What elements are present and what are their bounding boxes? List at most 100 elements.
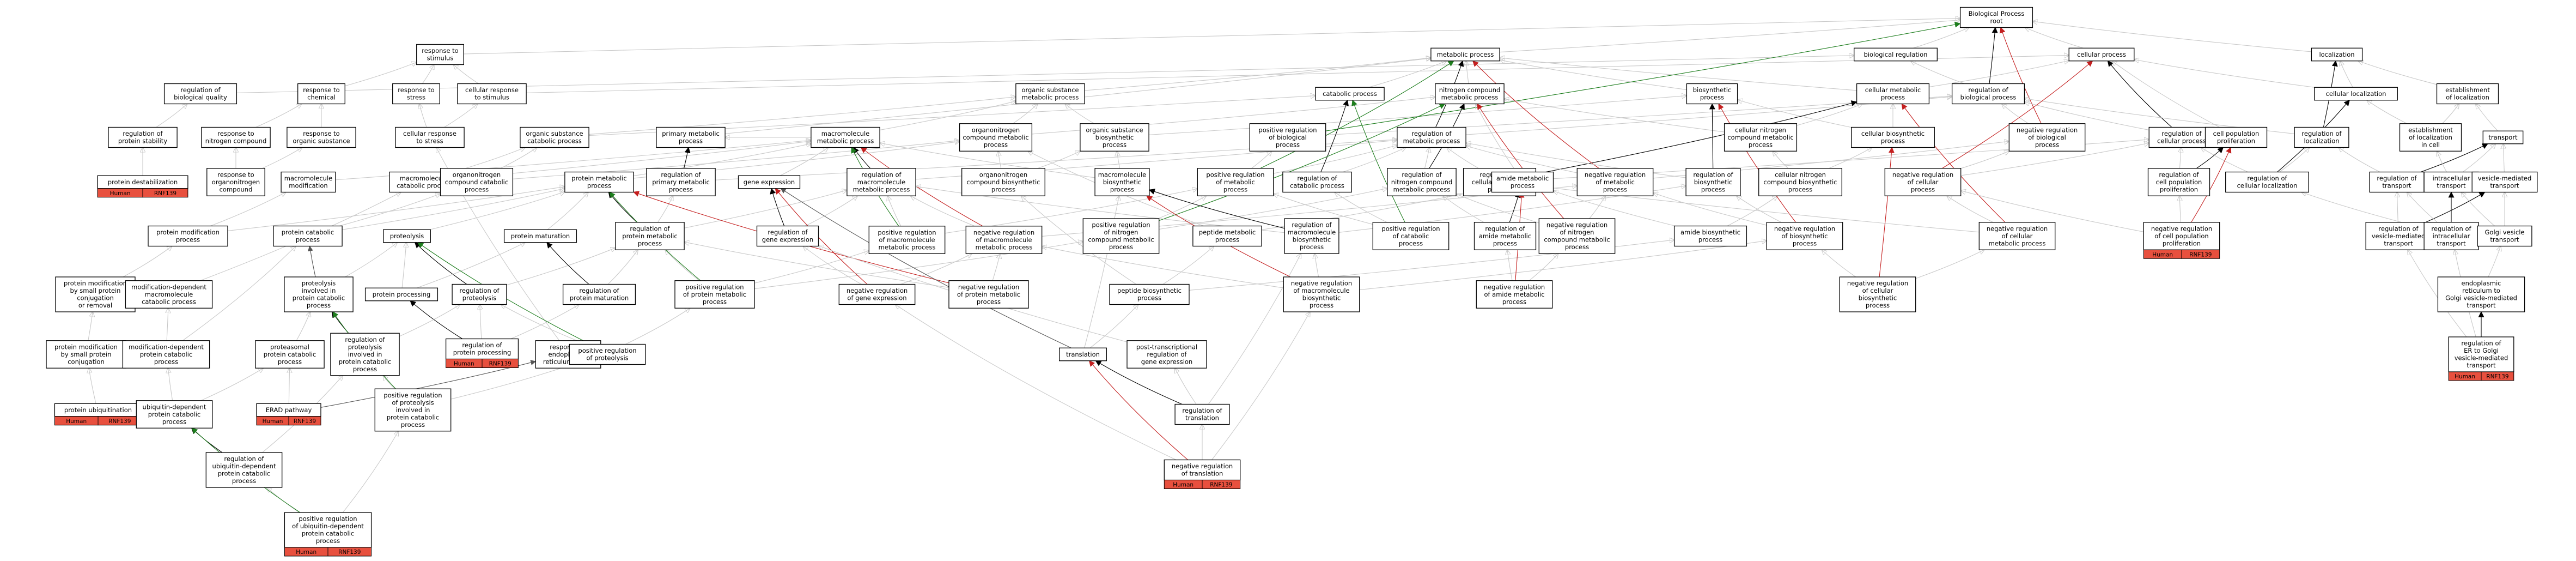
go-term-node[interactable]: transport: [2482, 130, 2524, 144]
go-term-node[interactable]: protein maturation: [503, 229, 577, 243]
go-term-node[interactable]: cellular localization: [2314, 87, 2398, 101]
go-term-node[interactable]: regulation ofmacromoleculebiosyntheticpr…: [1284, 218, 1339, 254]
go-term-node[interactable]: protein processing: [364, 287, 439, 301]
go-term-node[interactable]: biological regulation: [1854, 47, 1938, 62]
go-term-node[interactable]: translation: [1059, 347, 1107, 361]
go-term-node[interactable]: modification-dependentmacromoleculecatab…: [125, 280, 213, 309]
go-term-node[interactable]: gene expression: [738, 175, 801, 189]
go-term-node[interactable]: metabolic process: [1430, 47, 1500, 62]
go-term-node[interactable]: proteolysis: [383, 229, 431, 243]
go-term-node[interactable]: cellular process: [2068, 47, 2135, 62]
